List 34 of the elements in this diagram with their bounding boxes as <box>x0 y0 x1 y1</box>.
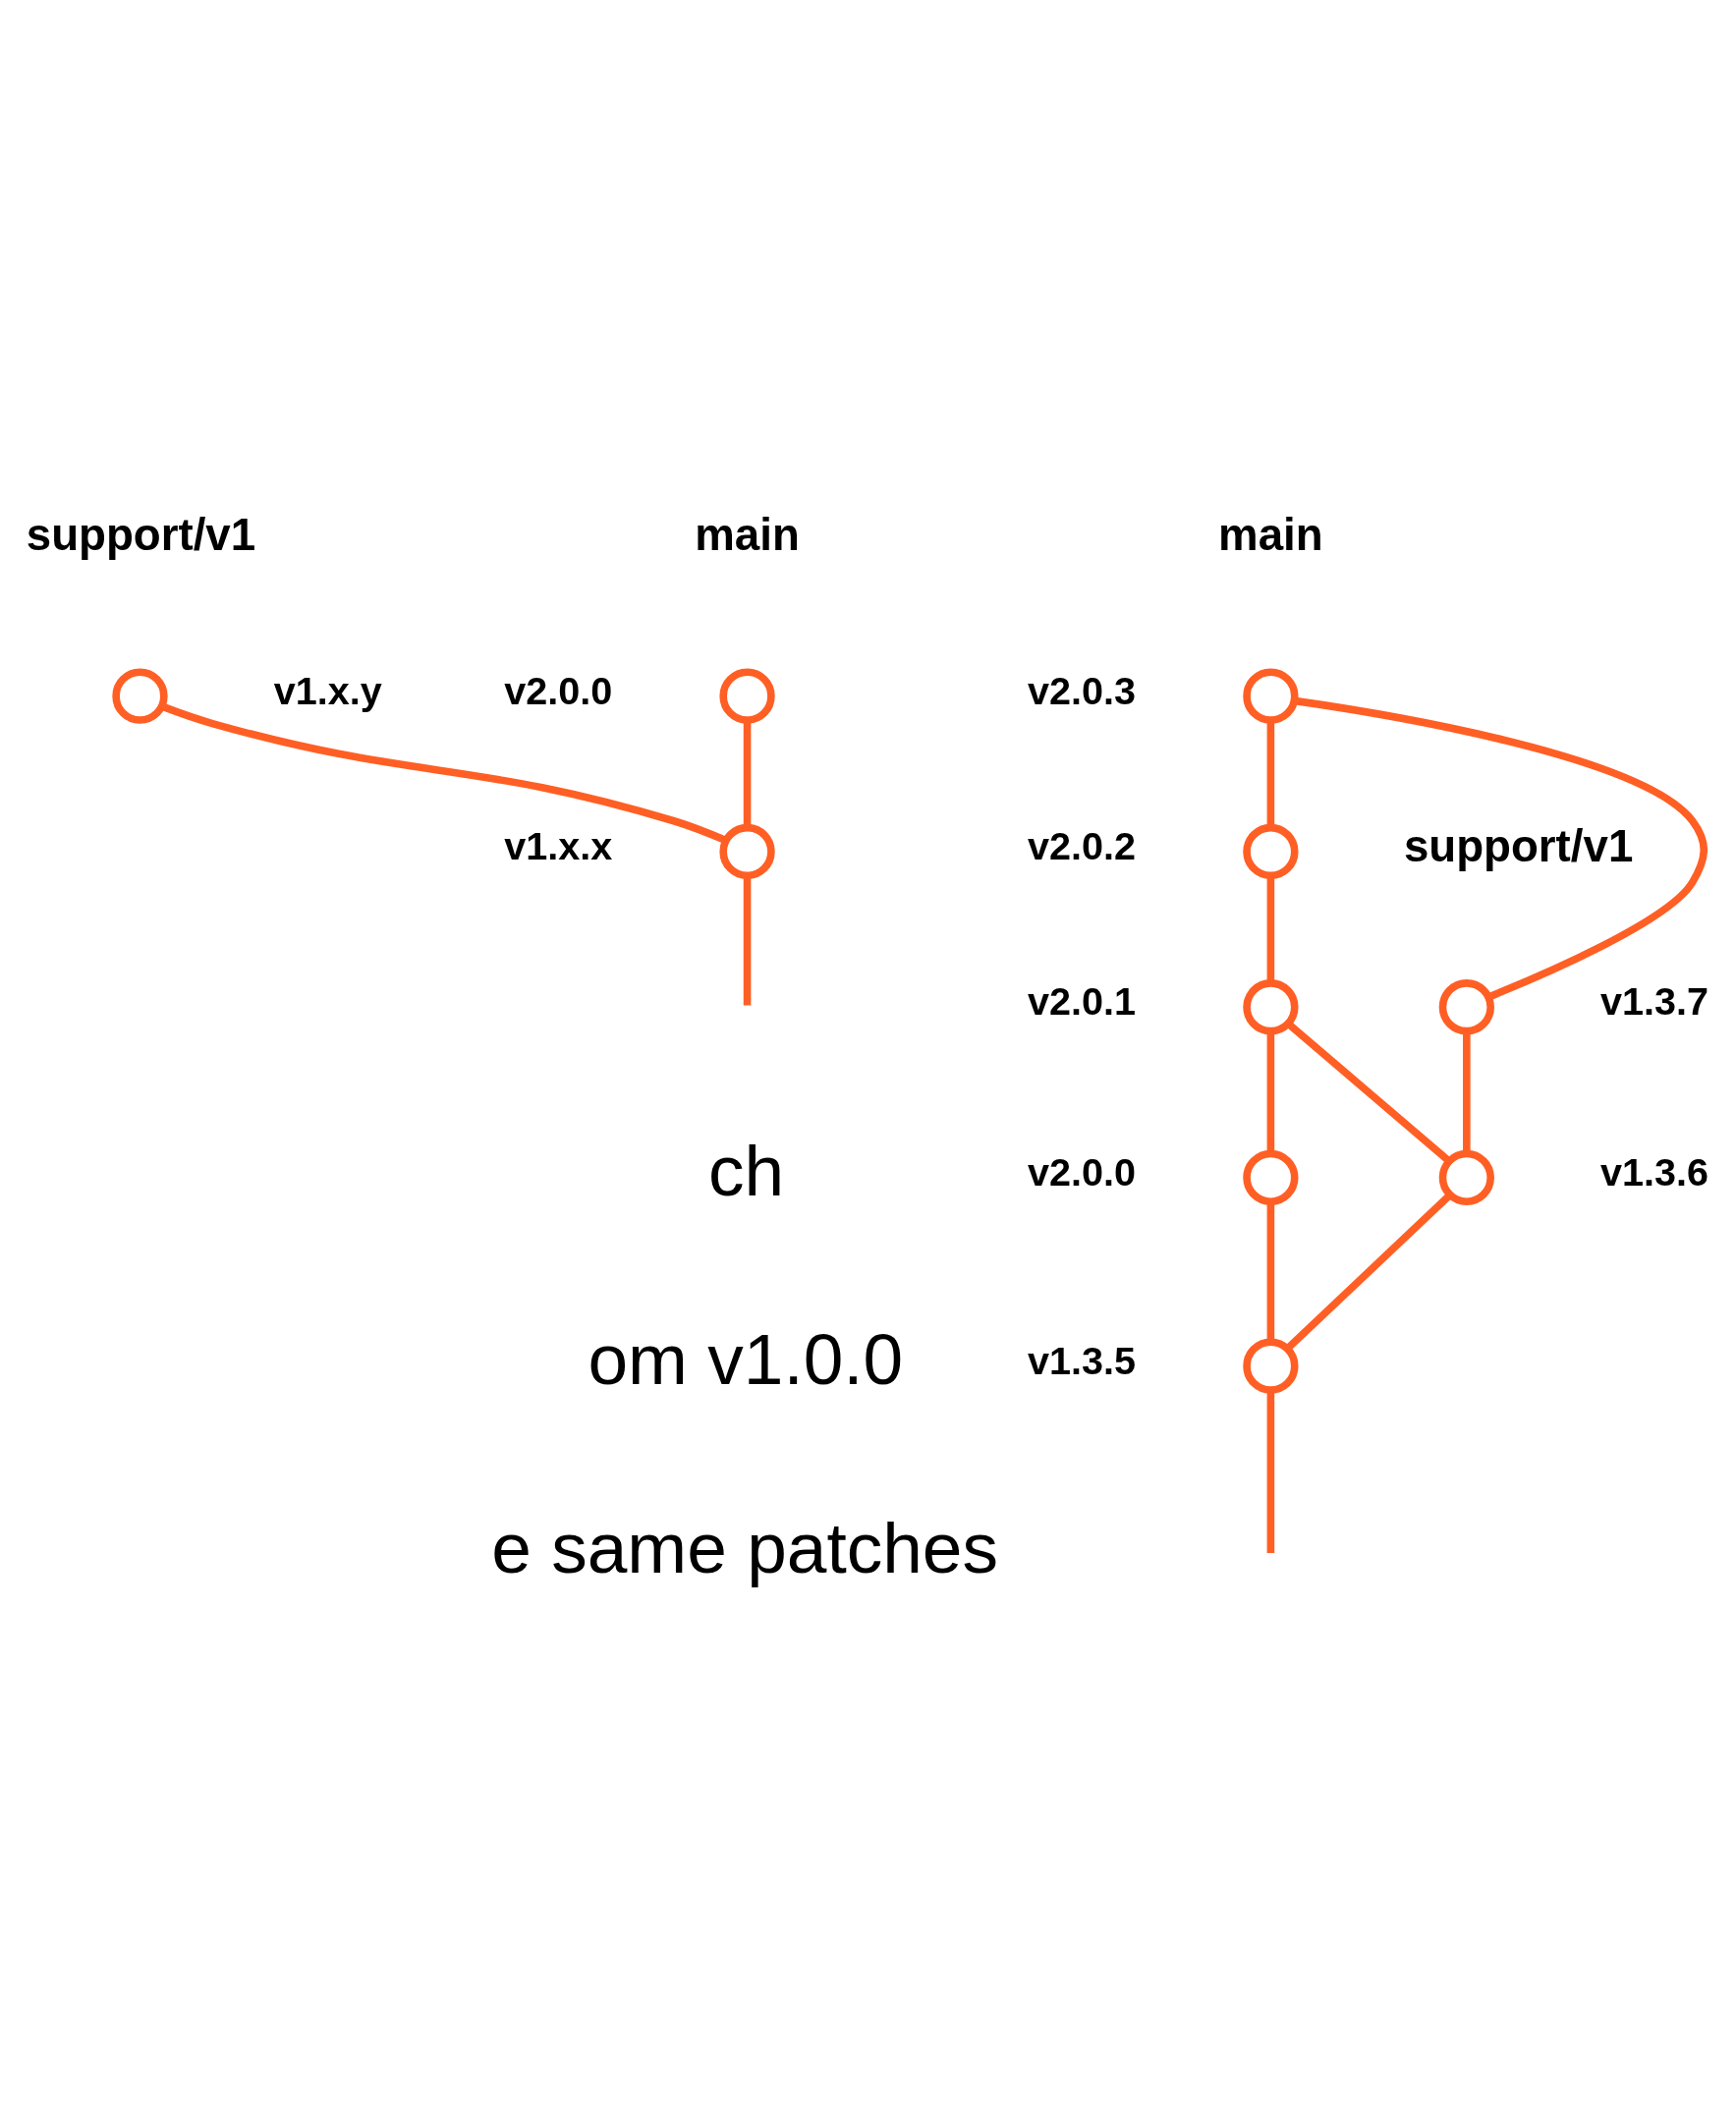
connector <box>160 702 728 844</box>
node-label: v2.0.0 <box>1028 1149 1137 1193</box>
node-circle <box>1243 1338 1299 1394</box>
label: support/v1 <box>26 509 256 560</box>
connector <box>1463 1030 1471 1153</box>
connector <box>1266 1201 1275 1342</box>
connector <box>1286 1021 1452 1164</box>
node-circle <box>1438 1149 1494 1205</box>
node-circle <box>719 667 775 724</box>
node-circle <box>1243 1149 1299 1205</box>
label: support/v1 <box>1403 820 1634 871</box>
connector <box>1284 1192 1453 1352</box>
node-circle <box>1243 667 1299 724</box>
node-circle <box>719 823 775 879</box>
node-label: v1.3.7 <box>1600 978 1709 1023</box>
node-circle <box>112 667 168 724</box>
node-label: v1.3.5 <box>1028 1338 1137 1382</box>
label: ch <box>707 1130 785 1210</box>
node-label: v1.x.y <box>273 668 382 712</box>
node-label: v1.3.6 <box>1600 1149 1709 1193</box>
node-circle <box>1243 823 1299 879</box>
label: om v1.0.0 <box>588 1318 904 1399</box>
node-label: v2.0.0 <box>504 668 613 712</box>
label: e same patches <box>491 1507 999 1587</box>
node-circle <box>1438 978 1494 1034</box>
node-label: v2.0.2 <box>1028 823 1137 867</box>
node-label: v1.x.x <box>504 823 613 867</box>
connector <box>1266 874 1275 983</box>
connector <box>1266 1030 1275 1153</box>
node-circle <box>1243 978 1299 1034</box>
label: main <box>695 509 800 560</box>
node-label: v2.0.1 <box>1028 978 1137 1023</box>
node-label: v2.0.3 <box>1028 668 1137 712</box>
label: main <box>1218 509 1323 560</box>
